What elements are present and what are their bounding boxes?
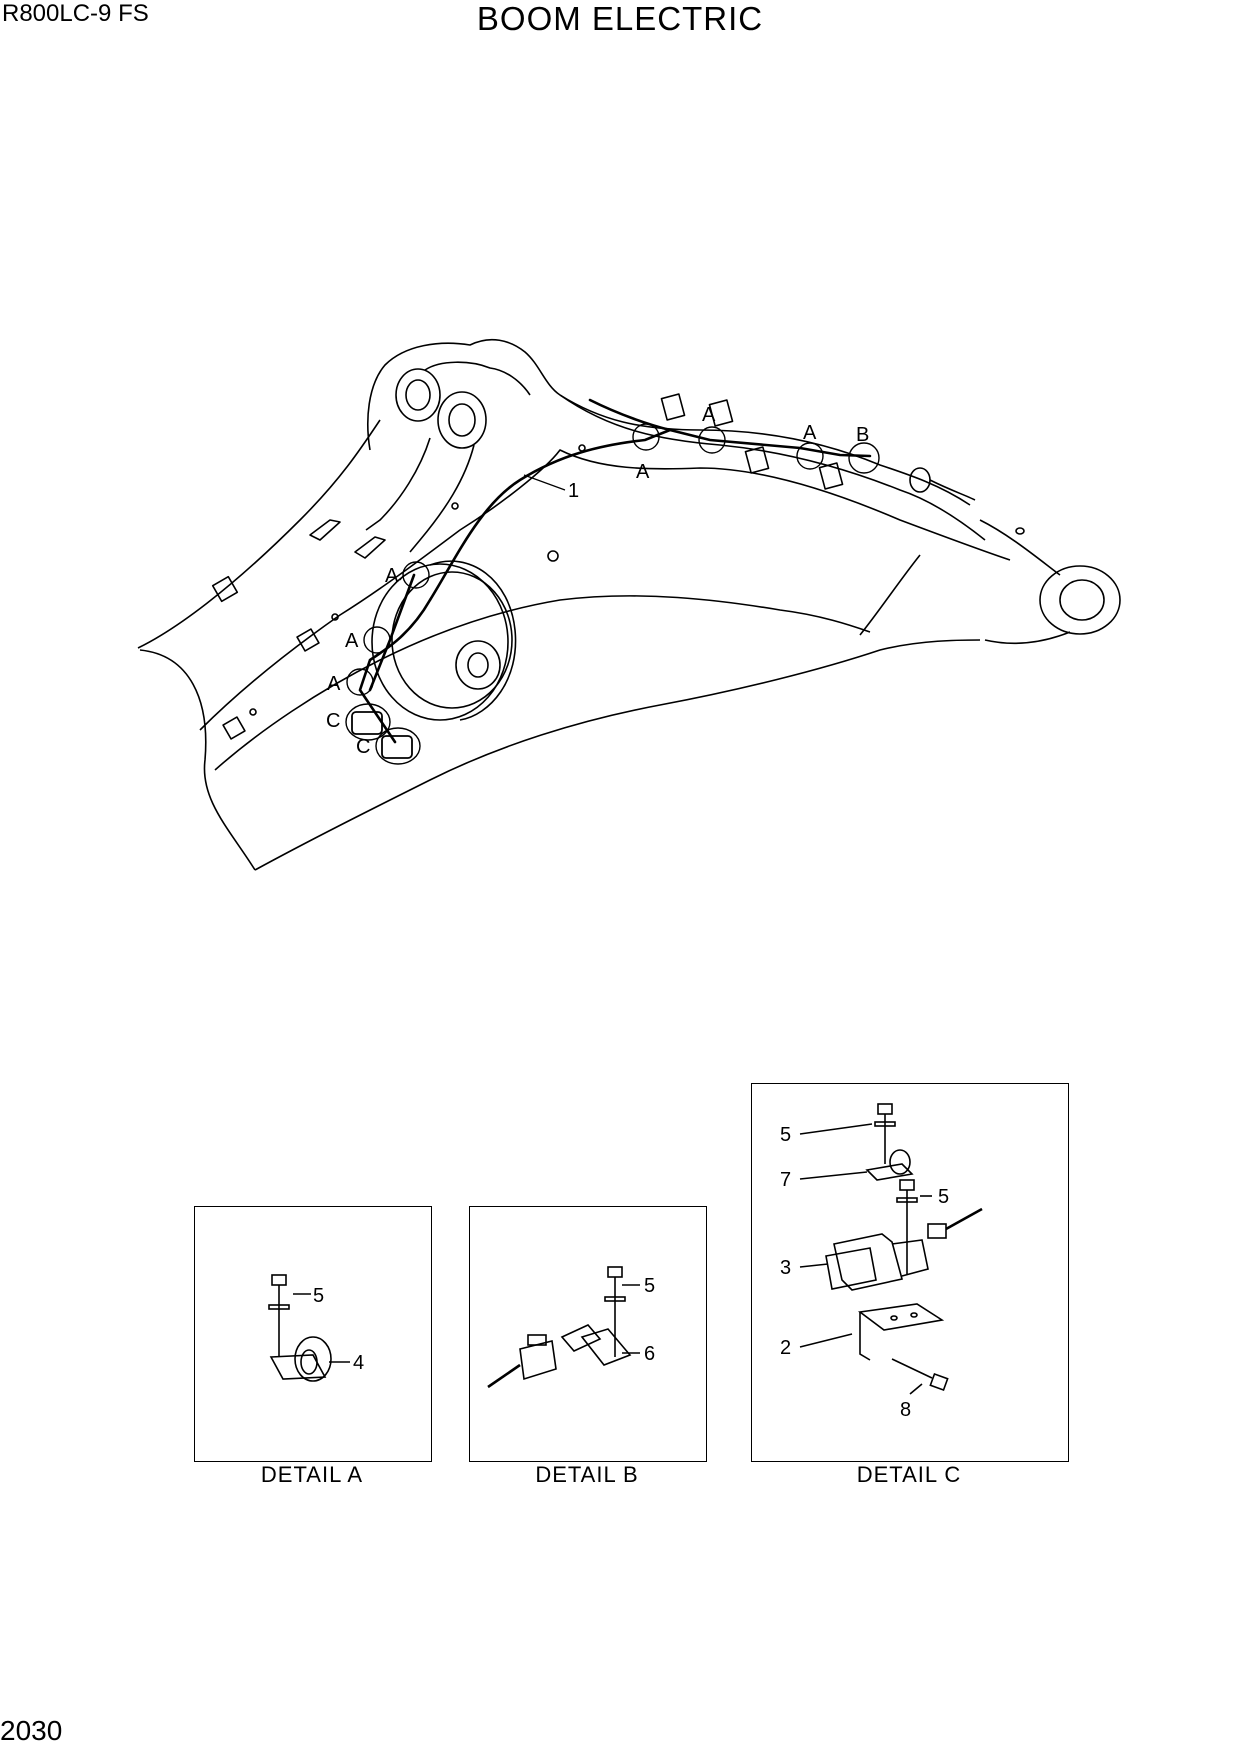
detail-c-box: 5 7 5 3 2 8: [751, 1083, 1069, 1462]
detail-b-drawing: 5 6: [487, 1266, 655, 1389]
top-lug-3: [744, 446, 770, 474]
detail-c-callout-bolt-top: 5: [780, 1124, 791, 1146]
side-lug-2: [296, 628, 320, 652]
detail-c-callout-bolt-mid: 5: [938, 1186, 949, 1208]
side-lug-3: [222, 716, 246, 740]
connector-body: [519, 1340, 557, 1381]
callout-harness: 1: [568, 480, 579, 502]
callout-a3: A: [803, 422, 817, 444]
bolt-bottom-icon: [929, 1372, 949, 1392]
side-lug-1: [211, 575, 239, 603]
boom-nose-boss: [1039, 565, 1121, 635]
callout-a4: A: [385, 565, 399, 587]
connector-clip: [560, 1324, 602, 1352]
detail-a-caption: DETAIL A: [260, 1462, 364, 1487]
callout-circle-b1: [848, 442, 880, 474]
side-boss-small: [547, 550, 559, 562]
detail-a-drawing: 5 4: [268, 1274, 364, 1382]
detail-b-box: 5 6: [469, 1206, 707, 1462]
top-lug-1: [660, 393, 686, 421]
callout-circle-c2: [375, 727, 421, 765]
clamp-base: [269, 1354, 327, 1380]
detail-c-callout-bracket: 2: [780, 1337, 791, 1359]
bolt-mid-icon: [899, 1179, 915, 1191]
page-number: 2030: [0, 1715, 63, 1746]
detail-b-caption: DETAIL B: [535, 1462, 639, 1487]
work-lamp-lens: [825, 1247, 877, 1290]
callout-circle-a4: [402, 561, 430, 589]
detail-a-callout-clamp: 4: [353, 1352, 364, 1374]
work-lamp-1: [351, 711, 383, 735]
detail-a-box: 5 4: [194, 1206, 432, 1462]
wiring-harness: [358, 398, 872, 744]
work-lamp-2: [381, 735, 413, 759]
callout-circle-a3: [796, 442, 824, 470]
pin-boss-right: [437, 391, 487, 449]
bolt-head-icon: [607, 1266, 623, 1278]
top-lug-4: [818, 462, 844, 490]
boom-foot-plate-inner: [424, 361, 531, 396]
callout-circle-a5: [363, 626, 391, 654]
callout-b1: B: [856, 424, 869, 446]
callout-circle-a2: [698, 426, 726, 454]
page-title: BOOM ELECTRIC: [476, 0, 764, 37]
detail-c-drawing: 5 7 5 3 2 8: [780, 1103, 983, 1421]
callout-circle-a1: [632, 423, 660, 451]
callout-circle-c1: [345, 703, 391, 741]
callout-a2: A: [702, 404, 716, 426]
lamp-connector: [927, 1223, 947, 1239]
boom-edge-lower-left: [139, 649, 256, 871]
boom-foot-plate-outer: [367, 338, 561, 451]
detail-a-callout-bolt: 5: [313, 1285, 324, 1307]
detail-b-callout-bolt: 5: [644, 1275, 655, 1297]
callout-a1: A: [636, 461, 650, 483]
bolt-top-icon: [877, 1103, 893, 1115]
detail-c-callout-lamp: 3: [780, 1257, 791, 1279]
boom-edge-upper-left: [137, 419, 381, 649]
work-lamp-body: [833, 1233, 903, 1291]
top-lug-2: [708, 399, 734, 427]
callout-a5: A: [345, 630, 359, 652]
model-number: R800LC-9 FS: [2, 0, 149, 27]
detail-c-callout-bolt-bottom: 8: [900, 1399, 911, 1421]
callout-circle-a6: [346, 668, 374, 696]
hose-reel-housing: [371, 563, 509, 721]
bolt-head-icon: [271, 1274, 287, 1286]
bracket-plate: [580, 1328, 632, 1366]
boom-top-edge: [559, 394, 971, 506]
callout-c1: C: [326, 710, 340, 732]
pin-boss-left: [395, 368, 441, 422]
clamp-loop: [294, 1336, 332, 1382]
detail-c-callout-clip: 7: [780, 1169, 791, 1191]
callout-a6: A: [327, 673, 341, 695]
detail-c-caption: DETAIL C: [856, 1462, 962, 1487]
callout-c2: C: [356, 736, 370, 758]
lamp-bracket: [857, 1303, 945, 1331]
detail-b-callout-bracket: 6: [644, 1343, 655, 1365]
